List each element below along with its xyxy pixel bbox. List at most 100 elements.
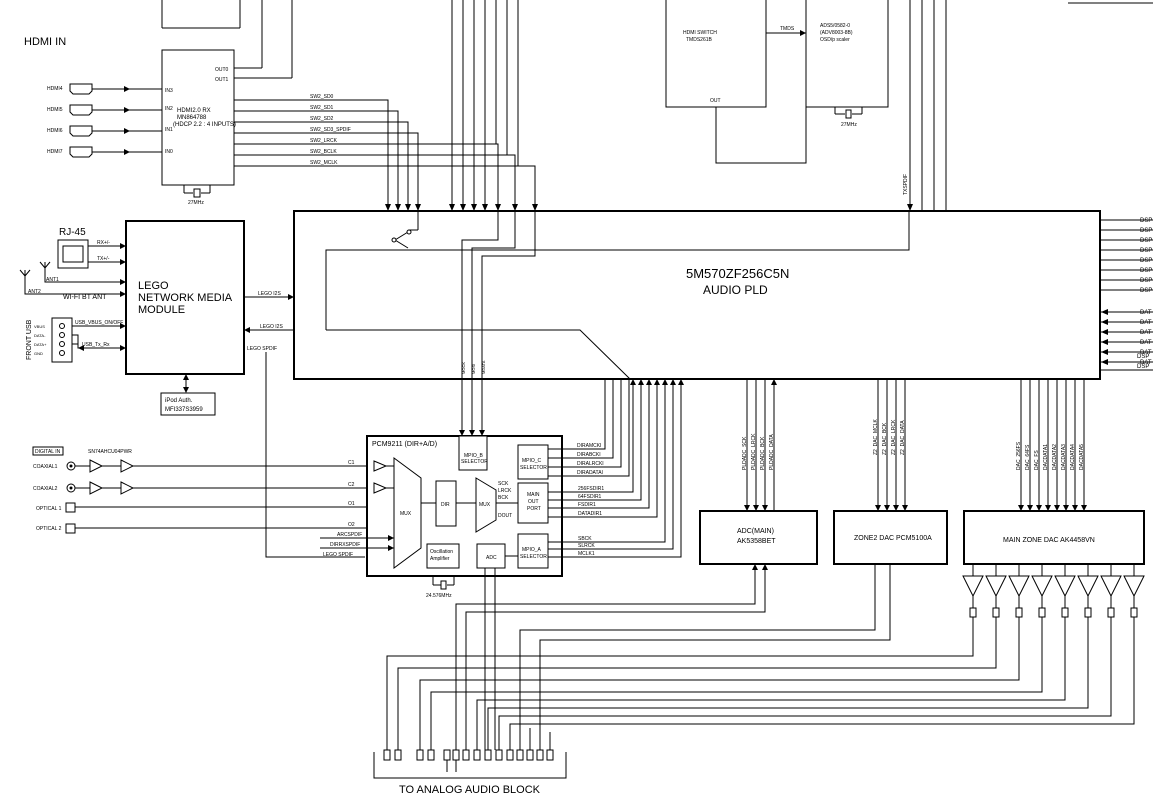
pcm-mux2: MUX bbox=[479, 502, 491, 508]
pcm-arc-spdif: ARCSPDIF bbox=[337, 532, 362, 538]
hdmi-switch-line2: TMDS261B bbox=[686, 37, 713, 43]
pcm-pin-c2: C2 bbox=[348, 482, 355, 488]
ant2-label: ANT2 bbox=[28, 289, 41, 295]
hdmi-rx-crystal: 27MHz bbox=[188, 200, 204, 206]
tx-label: TX+/- bbox=[97, 256, 110, 262]
edge-top-1: DSP bbox=[1140, 228, 1152, 234]
hdmi-rx-in3: IN3 bbox=[165, 88, 173, 94]
usb-gnd: GND bbox=[34, 351, 43, 356]
sw2-sd0: SW2_SD0 bbox=[310, 94, 334, 100]
edge-top-4: DSP bbox=[1140, 258, 1152, 264]
scaler-line2: (ADV8003-8B) bbox=[820, 30, 853, 36]
hdmi-rx-in1: IN1 bbox=[165, 127, 173, 133]
rj45-label: RJ-45 bbox=[59, 227, 86, 238]
edge-bot-6: DSP bbox=[1137, 354, 1149, 360]
adc-pin-0: PLDADC_SCK bbox=[742, 436, 748, 470]
adc-pin-2: PLDADC_BCK bbox=[760, 436, 766, 470]
edge-bot-1: DAT bbox=[1140, 320, 1152, 326]
zone2-dac-chip: ZONE2 DAC PCM5100A Z2_DAC_MCLK Z2_DAC_BC… bbox=[833, 379, 948, 565]
scaler-chip: ADS5/0582-0 (ADV8003-8B) OSD/p scaler 27… bbox=[805, 0, 889, 128]
lego-spdif-label: LEGO SPDIF bbox=[247, 346, 277, 352]
sw2-bclk: SW2_BCLK bbox=[310, 149, 337, 155]
sw2-sd1: SW2_SD1 bbox=[310, 105, 334, 111]
bottom-routing bbox=[386, 564, 1135, 750]
md-pin-1: DAC_64FS bbox=[1025, 444, 1031, 470]
osc-1: Oscillation bbox=[430, 549, 453, 555]
right-edge-outputs: DSP DSP DSP DSP DSP DSP DSP DSP DAT DAT … bbox=[1100, 218, 1153, 371]
edge-top-0: DSP bbox=[1140, 218, 1152, 224]
md-pin-0: DAC_256FS bbox=[1016, 441, 1022, 470]
pcm-right-signals: DIRAMCKI DIRABCKI DIRALRCKI DIRADATAI 25… bbox=[548, 379, 684, 558]
sig-dirabcki: DIRABCKI bbox=[577, 452, 601, 458]
mpio-a-2: SELECTOR bbox=[520, 554, 547, 560]
sig-diramcki: DIRAMCKI bbox=[577, 443, 601, 449]
optical1-label: OPTICAL 1 bbox=[36, 506, 62, 512]
pcm-dir: DIR bbox=[441, 502, 450, 508]
sig-fsdir1: FSDIR1 bbox=[578, 502, 596, 508]
pcm-adc: ADC bbox=[486, 555, 497, 561]
hdmi-rx-in0: IN0 bbox=[165, 149, 173, 155]
edge-top-7: DSP bbox=[1140, 288, 1152, 294]
sig-sbck: SBCK bbox=[578, 536, 592, 542]
top-frame-lines bbox=[161, 0, 1153, 79]
pcm9211-chip: PCM9211 (DIR+A/D) C1 C2 O1 O2 MUX ARCSPD… bbox=[320, 360, 563, 599]
optical2-label: OPTICAL 2 bbox=[36, 526, 62, 532]
edge-bot-5: DAT bbox=[1140, 360, 1152, 366]
usb-datam: DATA- bbox=[34, 333, 46, 338]
hdmi-switch-line1: HDMI SWITCH bbox=[683, 30, 717, 36]
pcm-pin-o2: O2 bbox=[348, 522, 355, 528]
hdmi-input-7: HDMI7 bbox=[47, 149, 63, 155]
hdmi-input-connectors: HDMI4 HDMI5 HDMI6 HDMI7 bbox=[47, 83, 162, 158]
pcm-crystal: 24.576MHz bbox=[426, 593, 452, 599]
coaxial1-label: COAXIAL1 bbox=[33, 464, 58, 470]
hdmi-rx-line1: HDMI2.0 RX bbox=[177, 108, 211, 114]
hdmi-input-6: HDMI6 bbox=[47, 128, 63, 134]
mpio-c-2: SELECTOR bbox=[520, 465, 547, 471]
main-dac-label: MAIN ZONE DAC AK4458VN bbox=[1003, 537, 1095, 544]
hdmi-input-5: HDMI5 bbox=[47, 107, 63, 113]
main-out-2: OUT bbox=[528, 499, 539, 505]
adc-pin-1: PLDADC_LRCK bbox=[751, 433, 757, 470]
sig-slrck: SLRCK bbox=[578, 543, 595, 549]
lego-line1: LEGO bbox=[138, 280, 169, 292]
buffer-chip-label: SN74AHCU04PWR bbox=[88, 449, 132, 455]
sig-datadir1: DATADIR1 bbox=[578, 511, 602, 517]
md-pin-4: DACDATA2 bbox=[1052, 444, 1058, 470]
pld-line2: AUDIO PLD bbox=[703, 283, 768, 297]
pcm-top-mock: MOCK bbox=[461, 362, 466, 374]
mpio-a-1: MPIO_A bbox=[522, 547, 542, 553]
scaler-line1: ADS5/0582-0 bbox=[820, 23, 850, 29]
lego-i2s-1: LEGO I2S bbox=[258, 291, 281, 297]
top-vertical-bus bbox=[449, 0, 947, 211]
md-pin-5: DACDATA3 bbox=[1061, 444, 1067, 470]
edge-bot-2: DAT bbox=[1140, 330, 1152, 336]
adc-main-line1: ADC(MAIN) bbox=[737, 528, 774, 535]
sig-mclk1: MCLK1 bbox=[578, 551, 595, 557]
edge-bot-4: DAT bbox=[1140, 350, 1152, 356]
lego-line3: MODULE bbox=[138, 304, 185, 316]
z2-pin-1: Z2_DAC_BCK bbox=[882, 422, 888, 455]
mpio-b-2: SELECTOR bbox=[461, 459, 488, 465]
rj45-jack: RJ-45 RX+/- TX+/- bbox=[57, 227, 126, 269]
antennas: ANT1 ANT2 WI-FI BT ANT bbox=[19, 261, 126, 301]
to-analog-label: TO ANALOG AUDIO BLOCK bbox=[399, 784, 541, 796]
ipod-line1: iPod Auth. bbox=[165, 398, 193, 404]
z2-pin-3: Z2_DAC_DATA bbox=[900, 420, 906, 455]
adc-main-chip: ADC(MAIN) AK5358BET PLDADC_SCK PLDADC_LR… bbox=[699, 379, 818, 565]
usb-datap: DATA+ bbox=[34, 342, 47, 347]
lego-module: LEGO NETWORK MEDIA MODULE LEGO I2S LEGO … bbox=[125, 220, 365, 558]
sw2-sd2: SW2_SD2 bbox=[310, 116, 334, 122]
edge-top-3: DSP bbox=[1140, 248, 1152, 254]
main-dac-chip: MAIN ZONE DAC AK4458VN DAC_256FS DAC_64F… bbox=[962, 379, 1145, 618]
scaler-line3: OSD/p scaler bbox=[820, 37, 850, 43]
osc-2: Amplifier bbox=[430, 556, 450, 562]
md-pin-6: DACDATA4 bbox=[1070, 444, 1076, 470]
pcm-top-mdata: MDATA bbox=[481, 360, 486, 374]
ipod-line2: MFI337S3959 bbox=[165, 407, 203, 413]
pcm-bck: BCK bbox=[498, 495, 509, 501]
pcm-lrck: LRCK bbox=[498, 488, 512, 494]
tmds-label: TMDS bbox=[780, 26, 795, 32]
edge-top-2: DSP bbox=[1140, 238, 1152, 244]
hdmi-switch-out: OUT bbox=[710, 98, 721, 104]
txspdif-label: TXSPDIF bbox=[903, 174, 909, 195]
